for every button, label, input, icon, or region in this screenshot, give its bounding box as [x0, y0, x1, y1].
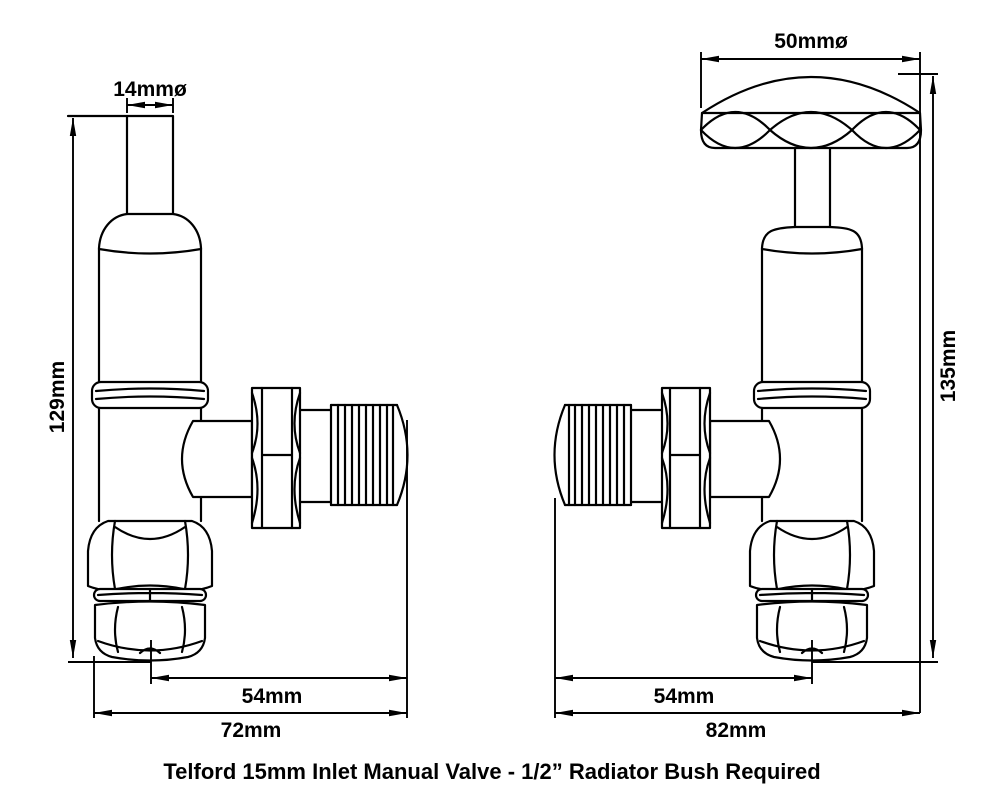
valve-body-upper	[760, 246, 864, 384]
thread-ridges	[336, 403, 395, 507]
spindle	[66, 114, 175, 216]
thread-end-cap	[553, 403, 567, 507]
right-valve: 50mmø 135mm	[553, 30, 960, 742]
drawing-caption: Telford 15mm Inlet Manual Valve - 1/2” R…	[163, 759, 820, 784]
height-label: 135mm	[937, 330, 960, 402]
dim-center-to-outlet: 54mm	[554, 498, 813, 718]
spindle-diameter-label: 14mmø	[113, 78, 187, 101]
overall-width-label: 72mm	[221, 719, 282, 742]
gland-collar	[752, 380, 872, 410]
union-hex-facets	[660, 386, 712, 530]
center-to-outlet-label: 54mm	[242, 685, 303, 708]
bonnet-dome	[760, 225, 864, 255]
washer-ring-lines	[96, 587, 204, 603]
gland-collar	[90, 380, 210, 410]
dim-center-to-outlet: 54mm	[150, 420, 408, 718]
washer-ring-lines	[758, 587, 866, 603]
radiator-union-nut	[86, 519, 214, 592]
thread-shoulder	[298, 403, 333, 507]
overall-width-label: 82mm	[706, 719, 767, 742]
height-label: 129mm	[46, 361, 69, 433]
radiator-union-nut-facets	[772, 519, 852, 591]
dim-overall-width: 72mm	[93, 656, 407, 742]
dim-overall-width: 82mm	[555, 709, 920, 742]
compression-nut-facets	[96, 605, 204, 655]
handle-diameter-label: 50mmø	[774, 30, 848, 53]
gland-collar-lines	[94, 387, 206, 401]
radiator-union-nut-facets	[110, 519, 190, 591]
center-to-outlet-label: 54mm	[654, 685, 715, 708]
dim-height: 135mm	[812, 73, 960, 663]
left-valve: 14mmø 129mm 5	[46, 78, 409, 742]
dim-spindle-diameter: 14mmø	[113, 78, 187, 113]
valve-body-upper	[97, 246, 203, 384]
thread-ridges	[567, 403, 626, 507]
dim-handle-diameter: 50mmø	[700, 30, 921, 713]
compression-nut	[755, 600, 869, 662]
dim-height: 129mm	[46, 118, 151, 663]
compression-nut	[93, 600, 207, 662]
union-hex-facets	[250, 386, 302, 530]
gland-collar-lines	[756, 387, 868, 401]
radiator-union-nut	[748, 519, 876, 592]
bonnet-dome	[97, 212, 203, 255]
wheel-stem	[793, 146, 832, 229]
thread-end-cap	[395, 403, 409, 507]
outlet-neck	[708, 419, 782, 499]
outlet-neck	[180, 419, 254, 499]
wheel-knurl-pattern	[699, 110, 922, 150]
thread-shoulder	[629, 403, 664, 507]
